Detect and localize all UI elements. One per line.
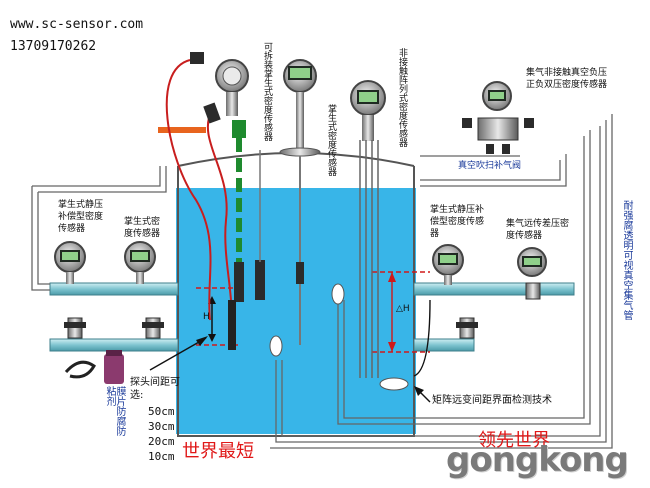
label-static-comp-right: 掌生式静压补偿型密度传感器: [430, 205, 485, 239]
vacuum-gauge-assembly: [462, 81, 534, 154]
label-delta-h: △H: [396, 304, 410, 314]
label-vacuum-valve: 真空吹扫补气阀: [458, 161, 522, 171]
gas-tubes: [31, 114, 613, 449]
detachable-sensor-head: [215, 59, 249, 116]
spacing-50: 50cm: [148, 405, 175, 418]
watermark-shadow: gongkong: [447, 441, 630, 481]
label-matrix-tech: 矩阵远变间距界面检测技术: [432, 395, 552, 406]
float-left: [269, 335, 283, 357]
left-static-comp-gauge: [54, 241, 86, 284]
label-non-contact-array: 非接触阵列式密度传感器: [397, 48, 407, 147]
left-capacitive-gauge: [124, 241, 156, 284]
upper-pipe-right: [413, 282, 575, 296]
label-capacitive-left: 掌生式密度传感器: [124, 217, 161, 239]
capacitive-rod-sensor: [279, 59, 321, 345]
label-leading: 领先世界: [478, 430, 550, 451]
label-static-comp-left: 掌生式静压补偿型密度传感器: [58, 200, 104, 234]
tank-liquid: [176, 188, 416, 434]
label-h: H: [203, 312, 210, 322]
lower-pipe-right: [413, 338, 475, 352]
label-probe-spacing: 探头间距可选:: [130, 377, 180, 401]
membrane-agent-bottle: [104, 350, 124, 384]
spacing-10: 10cm: [148, 450, 175, 463]
orange-flange: [158, 127, 206, 133]
watermark: gongkong: [446, 440, 629, 480]
array-sensor: [350, 80, 386, 378]
label-capacitive-mid: 掌生式密度传感器: [326, 104, 336, 176]
coiled-cable: [64, 360, 96, 379]
website-url: www.sc-sensor.com: [10, 17, 144, 32]
right-lower-fittings: [456, 317, 478, 339]
spacing-20: 20cm: [148, 435, 175, 448]
left-lower-fittings: [64, 317, 164, 339]
label-anticorrosion-tube: 耐强腐透明可视真空集气管: [621, 200, 632, 320]
label-diff-pressure: 集气远传差压密度传感器: [506, 219, 570, 241]
label-vacuum-gauge: 集气非接触真空负压正负双压密度传感器: [526, 68, 608, 90]
label-shortest: 世界最短: [182, 441, 254, 462]
phone-number: 13709170262: [10, 39, 97, 54]
lower-pipe: [49, 338, 179, 352]
spacing-30: 30cm: [148, 420, 175, 433]
right-static-comp-gauge: [432, 244, 464, 285]
diff-pressure-gauge: [517, 247, 547, 300]
label-membrane: 膜片防腐防粘剂: [104, 386, 125, 436]
float-bottom: [379, 377, 409, 391]
green-probe: [232, 120, 246, 138]
red-cable-left: [165, 59, 212, 321]
label-detachable-capacitive: 可拆装掌生式密度传感器: [262, 42, 272, 141]
float-mid: [331, 283, 345, 305]
tank-top-fill: [176, 166, 416, 188]
upper-pipe: [49, 282, 179, 296]
